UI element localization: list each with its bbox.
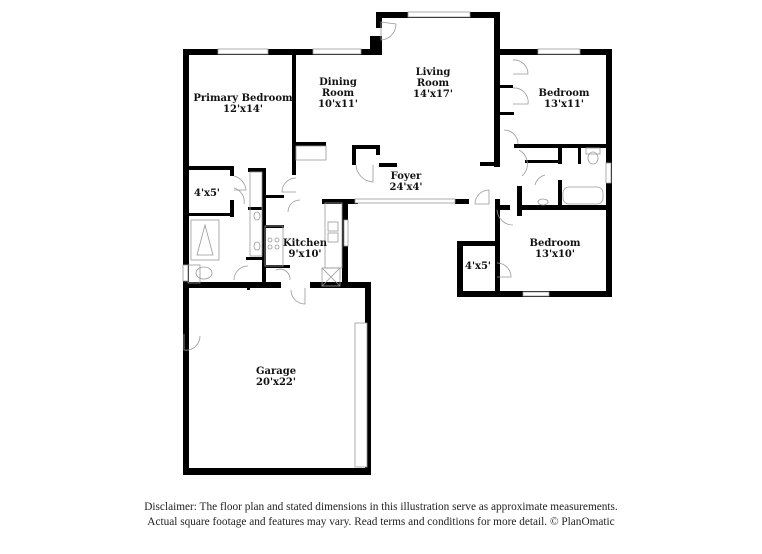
room-name: Foyer <box>390 171 422 182</box>
room-dimensions: 4'x5' <box>464 261 492 272</box>
room-name: Living Room <box>415 67 451 89</box>
room-dimensions: 13'x10' <box>535 249 575 260</box>
room-dimensions: 24'x4' <box>389 182 423 193</box>
room-label-primary-closet: 4'x5' <box>194 188 220 199</box>
room-dimensions: 9'x10' <box>288 249 322 260</box>
room-dimensions: 4'x5' <box>193 188 221 199</box>
room-dimensions: 20'x22' <box>256 377 296 388</box>
room-name: Dining Room <box>319 77 357 99</box>
room-label-primary-bedroom: Primary Bedroom 12'x14' <box>193 93 292 115</box>
room-label-foyer: Foyer 24'x4' <box>390 171 423 193</box>
disclaimer-line-2: Actual square footage and features may v… <box>147 516 615 528</box>
room-label-kitchen: Kitchen 9'x10' <box>283 238 327 260</box>
room-name: Garage <box>255 366 297 377</box>
room-label-living-room: Living Room 14'x17' <box>413 67 453 100</box>
room-dimensions: 12'x14' <box>223 104 263 115</box>
room-label-bedroom-lower: Bedroom 13'x10' <box>530 238 581 260</box>
room-name: Bedroom <box>538 88 590 99</box>
room-name: Primary Bedroom <box>193 93 293 104</box>
room-label-bedroom-closet: 4'x5' <box>465 261 491 272</box>
room-dimensions: 14'x17' <box>413 89 453 100</box>
room-label-dining-room: Dining Room 10'x11' <box>318 77 358 110</box>
room-dimensions: 13'x11' <box>544 99 584 110</box>
room-label-bedroom-upper: Bedroom 13'x11' <box>539 88 590 110</box>
room-label-garage: Garage 20'x22' <box>256 366 296 388</box>
room-name: Kitchen <box>282 238 328 249</box>
disclaimer-line-1: Disclaimer: The floor plan and stated di… <box>144 501 618 513</box>
room-dimensions: 10'x11' <box>318 99 358 110</box>
room-name: Bedroom <box>529 238 581 249</box>
